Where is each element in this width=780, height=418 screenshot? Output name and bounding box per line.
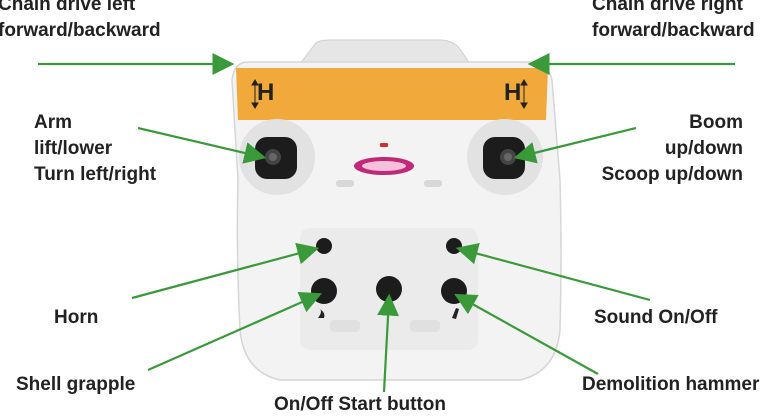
label-arm: Arm lift/lower Turn left/right — [34, 112, 157, 185]
power-led — [380, 143, 388, 147]
arrow-horn — [131, 242, 320, 300]
label-demolition: Demolition hammer — [582, 374, 760, 395]
label-boom: Boom up/down Scoop up/down — [601, 112, 743, 185]
arrow-demolition — [454, 293, 599, 375]
arrow-onoff — [377, 293, 400, 393]
label-shell-grapple: Shell grapple — [16, 374, 136, 395]
label-horn: Horn — [54, 307, 99, 328]
label-chain-right: Chain drive right forward/backward — [592, 0, 755, 41]
chain-right-track-icon: H — [504, 79, 528, 109]
label-sound: Sound On/Off — [594, 307, 718, 328]
horn-button[interactable] — [316, 238, 332, 254]
svg-text:H: H — [504, 79, 521, 106]
svg-text:H: H — [257, 79, 274, 106]
arrow-boom — [513, 126, 637, 164]
arrow-shell — [147, 292, 323, 372]
orange-band — [236, 68, 548, 120]
label-onoff: On/Off Start button — [274, 394, 447, 415]
grapple-icon — [318, 308, 325, 318]
chain-left-track-icon: H — [251, 79, 274, 109]
arrow-sound — [455, 242, 651, 302]
arrow-arm — [137, 126, 267, 164]
label-chain-left: Chain drive left forward/backward — [0, 0, 161, 41]
